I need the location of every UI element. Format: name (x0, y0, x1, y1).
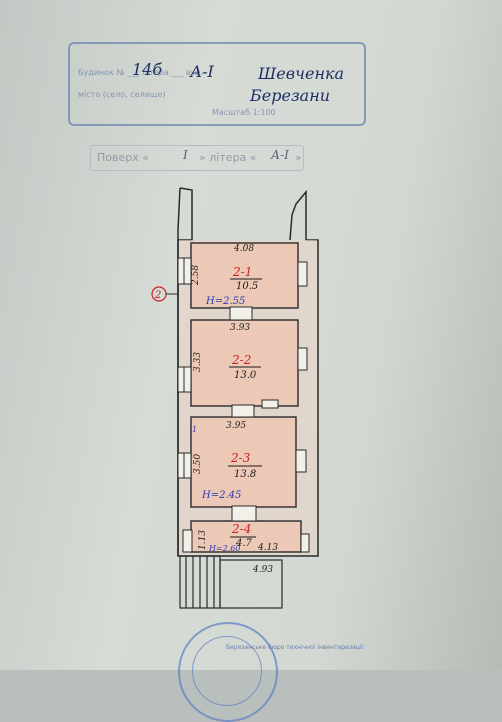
room-2-4-width: 4.13 (257, 543, 278, 553)
room-2-4-id: 2-4 (231, 522, 251, 536)
room-2-3-marker: 1 (192, 425, 197, 434)
room-2-4-height: H=2.60 (208, 544, 241, 553)
room-2-2-width: 3.93 (230, 323, 250, 333)
room-2-2-area: 13.0 (234, 370, 257, 381)
bottom-dimension: 4.93 (252, 565, 273, 575)
room-2-4-side: 1.13 (198, 530, 208, 550)
room-2-2-id: 2-2 (231, 353, 251, 367)
floor-label: Поверх « (97, 151, 149, 164)
room-2-3-width: 3.95 (226, 421, 246, 431)
room-2-1-area: 10.5 (236, 281, 258, 292)
stamp-faded-line-3: Масштаб 1:100 (212, 108, 276, 117)
building-letter: А-I (190, 62, 214, 81)
stamp-faded-line-1: Будинок № ___ літера ___ вул. (78, 68, 203, 77)
round-seal-text: Березанське бюро технічної інвентаризаці… (226, 644, 364, 651)
windows-right (295, 261, 310, 553)
room-2-1-side: 2.58 (191, 265, 201, 286)
windows-left (177, 257, 193, 553)
outer-marker: 2 (154, 290, 161, 301)
room-2-3-height: H=2.45 (201, 490, 241, 501)
room-2-3-id: 2-3 (230, 451, 251, 465)
street-name: Шевченка (258, 64, 345, 83)
room-2-3-side: 3.50 (193, 454, 203, 474)
porch-stairs (179, 555, 283, 609)
room-2-2-side: 3.33 (193, 352, 203, 372)
floor-stamp: Поверх « I » літера « А-I » (90, 145, 304, 171)
room-2-3-area: 13.8 (234, 469, 256, 480)
floor-value: I (183, 148, 188, 162)
doors (229, 306, 279, 522)
building-number: 14б (132, 60, 163, 79)
letter-label: » літера « (199, 151, 257, 164)
stamp-faded-line-2: місто (село, селище) (78, 90, 166, 99)
address-stamp: Будинок № ___ літера ___ вул. місто (сел… (68, 42, 366, 126)
letter-close: » (295, 151, 302, 164)
round-seal-stamp: Березанське бюро технічної інвентаризаці… (178, 622, 363, 722)
room-2-4-area: 4.7 (235, 538, 253, 549)
floor-plan: 4.08 2.58 3.93 3.33 3.95 3.50 4.13 1.13 … (151, 187, 319, 609)
room-2-1-width: 4.08 (233, 244, 254, 254)
outer-wall-left (177, 187, 181, 556)
letter-value: А-I (271, 148, 289, 162)
village-name: Березани (250, 86, 331, 105)
outer-wall (177, 187, 319, 557)
room-2-1-id: 2-1 (232, 265, 252, 279)
room-2-1-height: H=2.55 (205, 296, 245, 307)
